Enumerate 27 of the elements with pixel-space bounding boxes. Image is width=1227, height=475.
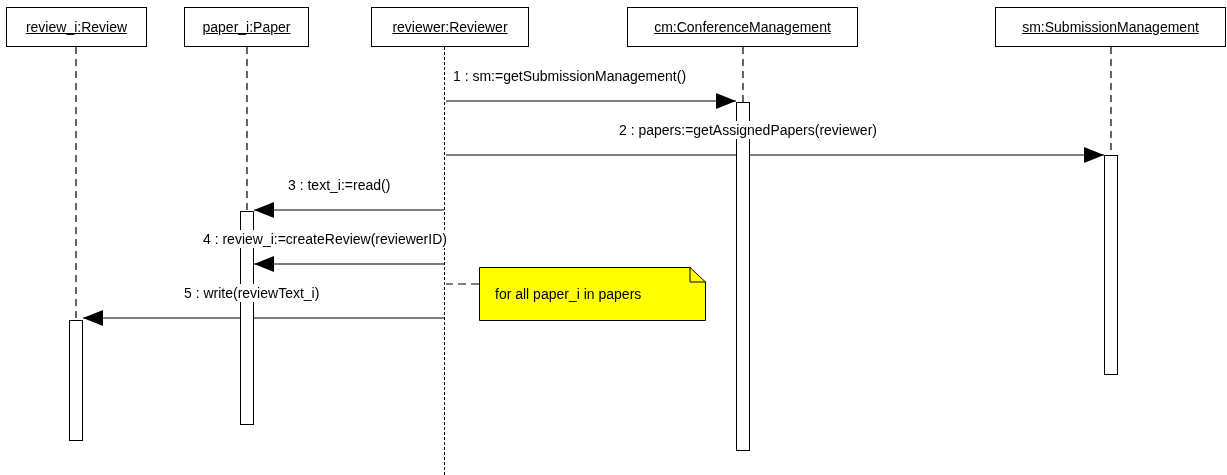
activation-bar xyxy=(1104,155,1118,375)
lifeline xyxy=(246,46,248,212)
edge-label: 3 : text_i:=read() xyxy=(287,176,392,194)
edge-label: 5 : write(reviewText_i) xyxy=(183,284,321,302)
message-arrow xyxy=(253,256,445,272)
object-name: reviewer:Reviewer xyxy=(392,17,508,37)
object-name: review_i:Review xyxy=(25,17,128,37)
activation-bar xyxy=(69,320,83,441)
object-box xyxy=(184,7,309,47)
message-arrow xyxy=(445,93,737,109)
object-name: sm:SubmissionManagement xyxy=(1022,17,1199,37)
object-box xyxy=(995,7,1226,47)
object-box xyxy=(627,7,858,47)
object-box xyxy=(371,7,529,47)
message-arrow xyxy=(445,147,1105,163)
object-name: paper_i:Paper xyxy=(202,17,291,37)
object-box xyxy=(6,7,147,47)
note-text: for all paper_i in papers xyxy=(495,284,642,304)
lifeline xyxy=(75,46,77,321)
edge-label: 2 : papers:=getAssignedPapers(reviewer) xyxy=(618,121,878,139)
message-arrow xyxy=(82,310,445,326)
lifeline xyxy=(742,46,744,103)
edge-label: 4 : review_i:=createReview(reviewerID) xyxy=(202,230,448,248)
edge-label: 1 : sm:=getSubmissionManagement() xyxy=(452,67,688,85)
message-arrow xyxy=(253,202,445,218)
object-name: cm:ConferenceManagement xyxy=(654,17,831,37)
note-connector xyxy=(445,283,480,285)
